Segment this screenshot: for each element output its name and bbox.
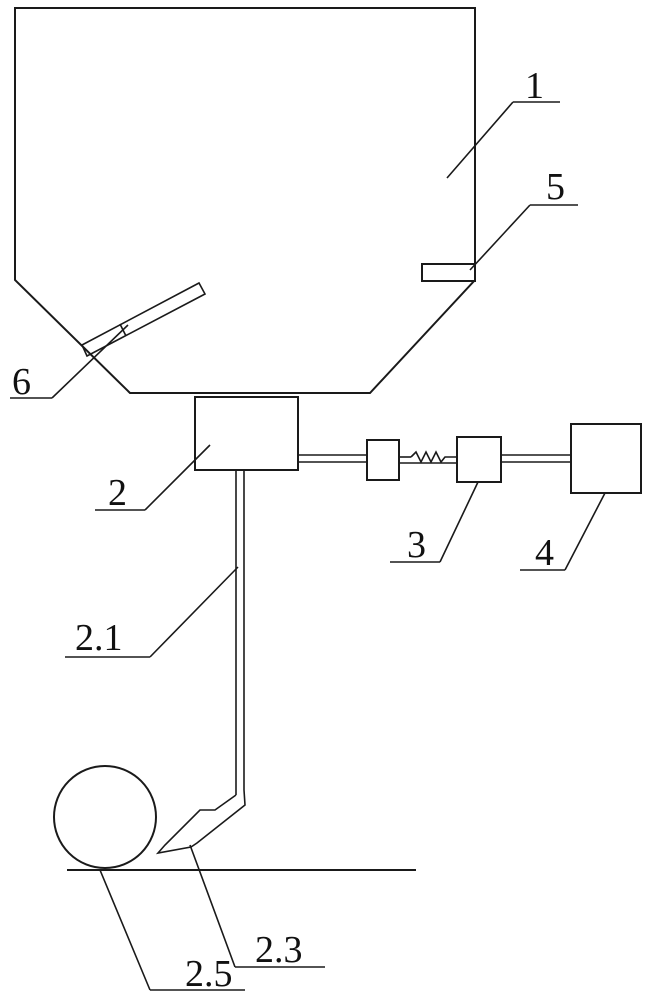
spring <box>410 450 458 464</box>
scraper <box>155 789 246 855</box>
feeder-box <box>194 396 299 471</box>
level-sensor <box>421 263 476 282</box>
motor-shaft <box>501 454 571 463</box>
leader-lines <box>10 101 606 991</box>
roller <box>53 765 157 869</box>
label-rod: 2.1 <box>75 617 123 659</box>
label-hopper: 1 <box>525 65 544 107</box>
rod <box>235 470 245 795</box>
label-baffle: 6 <box>12 361 31 403</box>
hopper <box>14 7 476 394</box>
connector-block <box>456 436 502 483</box>
label-level-sensor: 5 <box>546 166 565 208</box>
baffle <box>80 281 207 358</box>
label-motor: 4 <box>535 532 554 574</box>
drive-shaft <box>298 439 458 481</box>
label-connector-block: 3 <box>407 524 426 566</box>
label-roller: 2.5 <box>185 953 233 995</box>
motor <box>570 423 642 494</box>
label-feeder-box: 2 <box>108 472 127 514</box>
label-scraper: 2.3 <box>255 929 303 971</box>
